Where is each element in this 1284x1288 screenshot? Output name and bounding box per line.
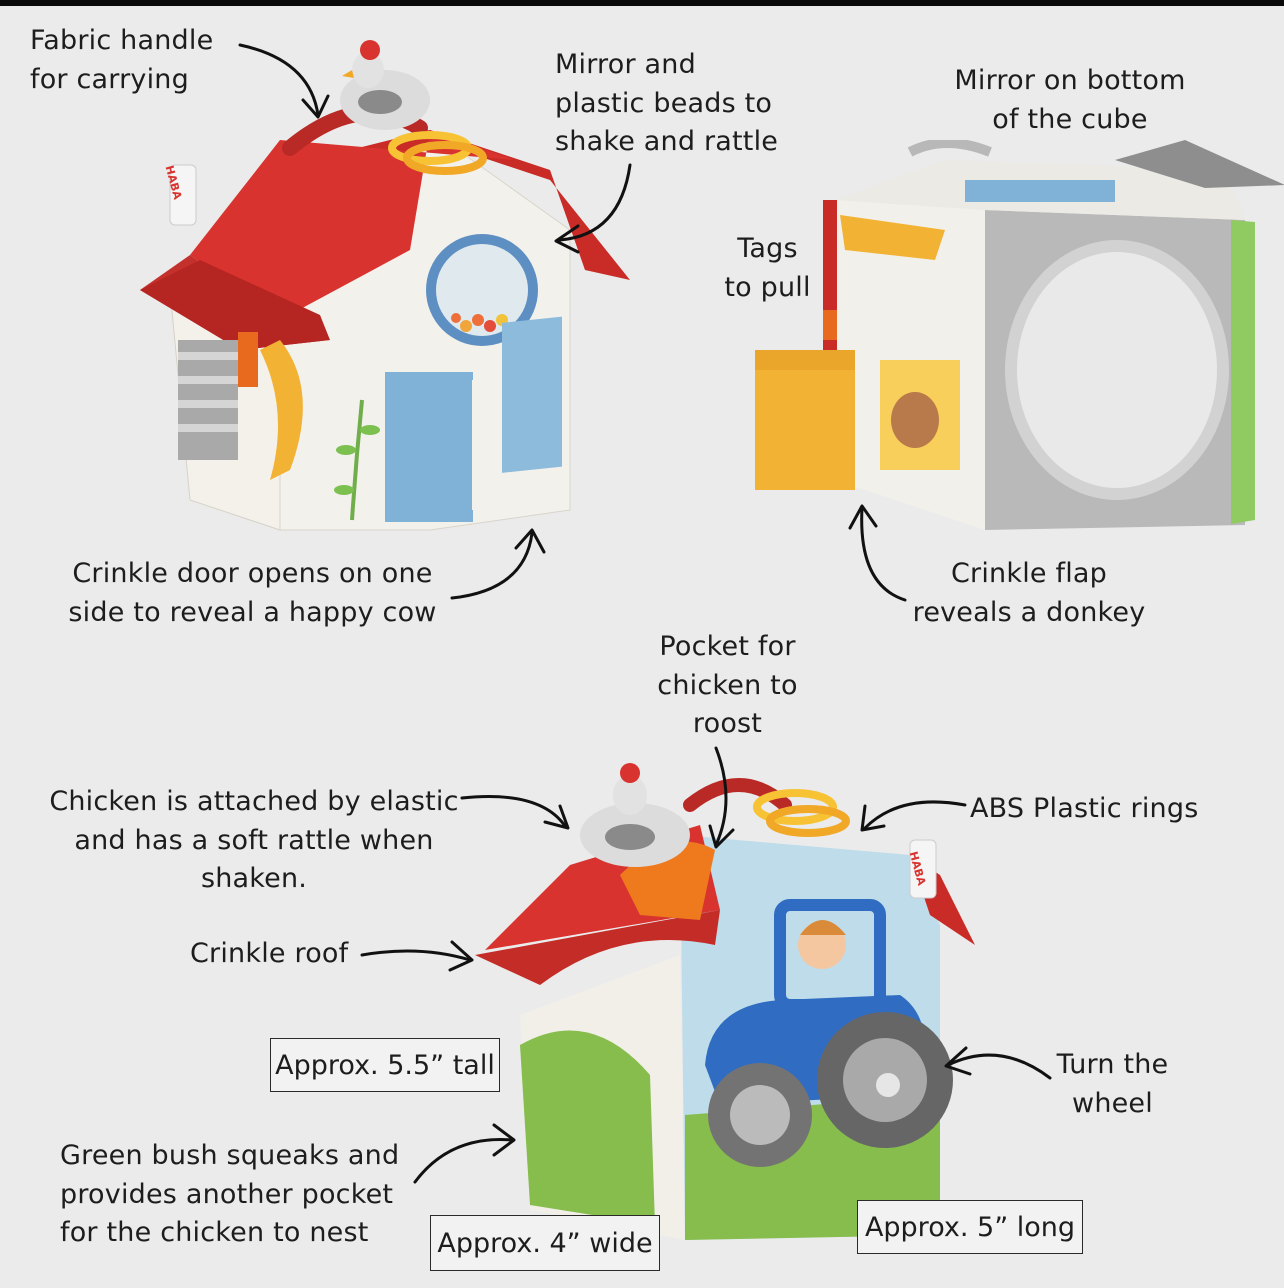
callout-mirror-bottom: Mirror on bottom of the cube: [954, 65, 1186, 135]
callout-wheel: Turn the wheel: [1056, 1049, 1169, 1119]
arrow-crinkle-door: [450, 531, 534, 600]
top-border: [0, 0, 1284, 6]
callout-pocket: Pocket for chicken to roost: [657, 631, 798, 739]
toy-cube-side: [755, 140, 1284, 530]
callout-crinkle-door: Crinkle door opens on one side to reveal…: [68, 558, 437, 628]
dimension-wide-box: Approx. 4” wide: [430, 1215, 660, 1271]
dimension-long-box: Approx. 5” long: [857, 1200, 1083, 1254]
callout-mirror-beads: Mirror and plastic beads to shake and ra…: [555, 49, 779, 157]
arrow-crinkle-roof: [360, 949, 472, 962]
dimension-tall-box: Approx. 5.5” tall: [270, 1038, 500, 1092]
toy-barn-tractor: [475, 763, 975, 1240]
callout-crinkle-roof: Crinkle roof: [190, 938, 349, 969]
callout-chicken: Chicken is attached by elastic and has a…: [49, 786, 459, 894]
callout-abs-rings: ABS Plastic rings: [970, 793, 1199, 824]
toy-barn-front: [140, 40, 630, 531]
callout-tags: Tags to pull: [724, 233, 811, 303]
callout-crinkle-flap: Crinkle flap reveals a donkey: [912, 558, 1146, 628]
callout-bush: Green bush squeaks and provides another …: [60, 1140, 400, 1248]
callout-fabric-handle: Fabric handle for carrying: [30, 25, 214, 95]
